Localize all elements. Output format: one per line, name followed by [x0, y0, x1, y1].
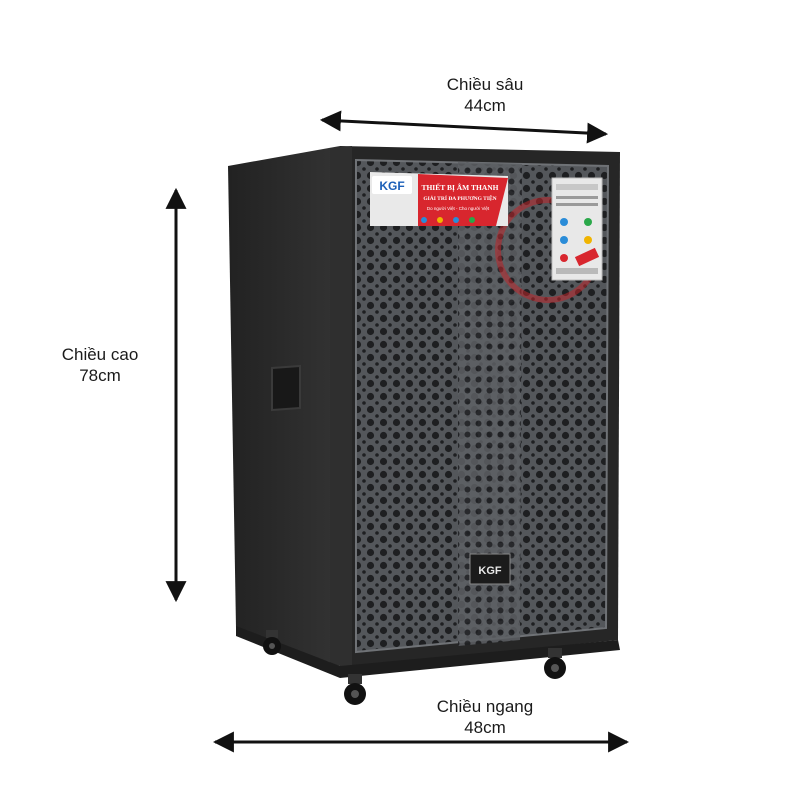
caster-front-right — [544, 648, 566, 679]
depth-label-title: Chiều sâu — [446, 75, 524, 94]
grille-logo: KGF — [478, 565, 502, 577]
side-handle — [271, 364, 301, 412]
sticker-subtitle: GIẢI TRÍ ĐA PHƯƠNG TIỆN — [423, 194, 496, 202]
height-label: Chiều cao 78cm — [30, 344, 170, 386]
sticker-tagline: Do người Việt - Cho người Việt — [427, 206, 490, 211]
sticker-logo: KGF — [379, 179, 404, 193]
depth-arrow — [319, 110, 609, 144]
brand-sticker: KGF THIẾT BỊ ÂM THANH GIẢI TRÍ ĐA PHƯƠNG… — [370, 172, 508, 226]
info-sticker — [551, 177, 603, 281]
width-label-title: Chiều ngang — [436, 697, 534, 716]
sticker-title: THIẾT BỊ ÂM THANH — [421, 182, 498, 192]
caster-rear-left — [263, 630, 281, 655]
cabinet-base — [236, 626, 620, 678]
depth-label: Chiều sâu 44cm — [410, 74, 560, 116]
depth-label-value: 44cm — [464, 96, 506, 115]
caster-front-left — [344, 674, 366, 705]
height-label-title: Chiều cao — [61, 345, 139, 364]
height-label-value: 78cm — [79, 366, 121, 385]
grille-center-band — [458, 162, 522, 646]
front-edge — [330, 146, 352, 668]
grille-logo-badge: KGF — [469, 553, 511, 585]
